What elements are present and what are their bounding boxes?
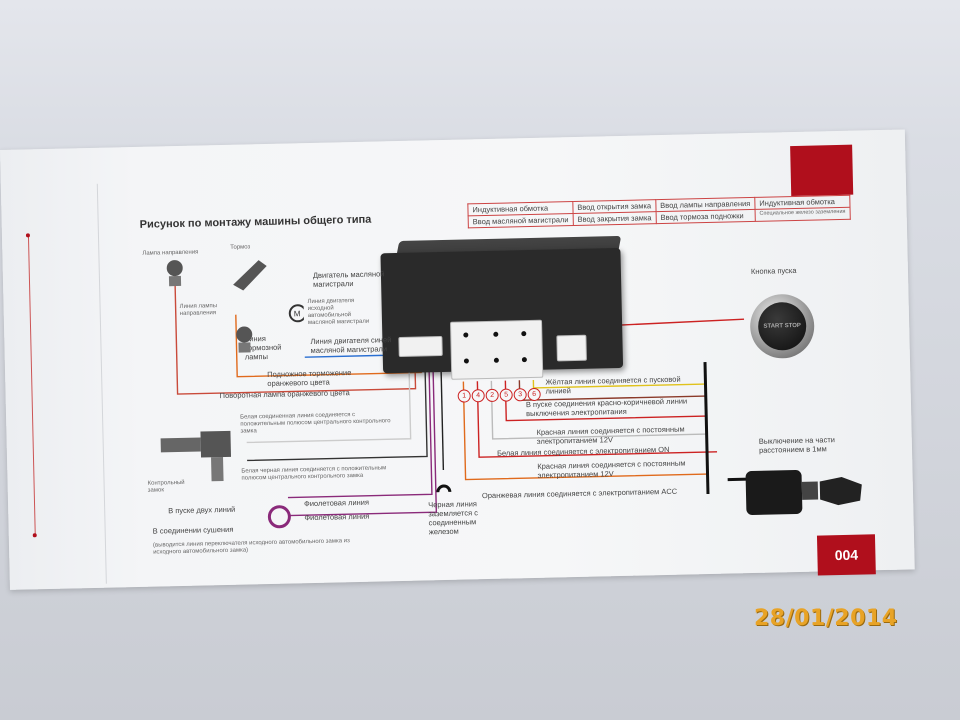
svg-text:M: M: [294, 309, 301, 318]
label-violet2: Фиолетовая линия: [304, 511, 370, 523]
wire-black-white: [247, 345, 428, 462]
wire-key-black: [703, 362, 710, 495]
label-black-line: Черная линия заземляется с соединенным ж…: [428, 499, 479, 537]
label-white-line: Белая соединенная линия соединяется с по…: [240, 412, 391, 435]
page-number: 004: [816, 534, 876, 576]
wire-red2: [476, 381, 718, 458]
label-brake: Тормоз: [230, 244, 251, 251]
key-switch-icon: [745, 470, 862, 516]
ring-icon: [267, 505, 291, 529]
wire-orange-acc: [462, 381, 708, 481]
label-red2: Красная линия соединяется с постоянным э…: [537, 458, 686, 480]
ground-icon: [436, 484, 452, 493]
lock-icon: [160, 430, 232, 482]
label-lock: Контрольный замок: [147, 479, 185, 494]
left-connector: [398, 336, 443, 358]
label-engine-oil: Двигатель масляной магистрали: [312, 269, 385, 289]
wire-white: [246, 345, 412, 444]
label-violet1: Фиолетовая линия: [304, 497, 370, 509]
label-start-two: В пуске двух линий: [168, 504, 236, 516]
start-stop-text: START STOP: [757, 301, 807, 351]
label-engine-note: Линия двигателя исходной автомобильной м…: [307, 298, 370, 327]
wire-violet1: [287, 345, 433, 499]
label-switch-off: Выключение на части расстоянием в 1мм: [758, 435, 836, 455]
label-yellow: Жёлтая линия соединяется с пусковой лини…: [545, 374, 681, 396]
label-blue-wire: Линия двигателя синей масляной магистрал…: [310, 335, 392, 356]
start-connector: [556, 334, 587, 362]
label-start-button: Кнопка пуска: [750, 265, 797, 276]
manual-page: Рисунок по монтажу машины общего типа Ин…: [0, 129, 915, 590]
date-stamp: 28/01/2014: [754, 606, 898, 631]
wire-violet2: [288, 345, 438, 517]
component-icons: M: [166, 260, 306, 353]
label-red1: Красная линия соединяется с постоянным э…: [536, 424, 685, 446]
main-connector: [450, 319, 544, 380]
